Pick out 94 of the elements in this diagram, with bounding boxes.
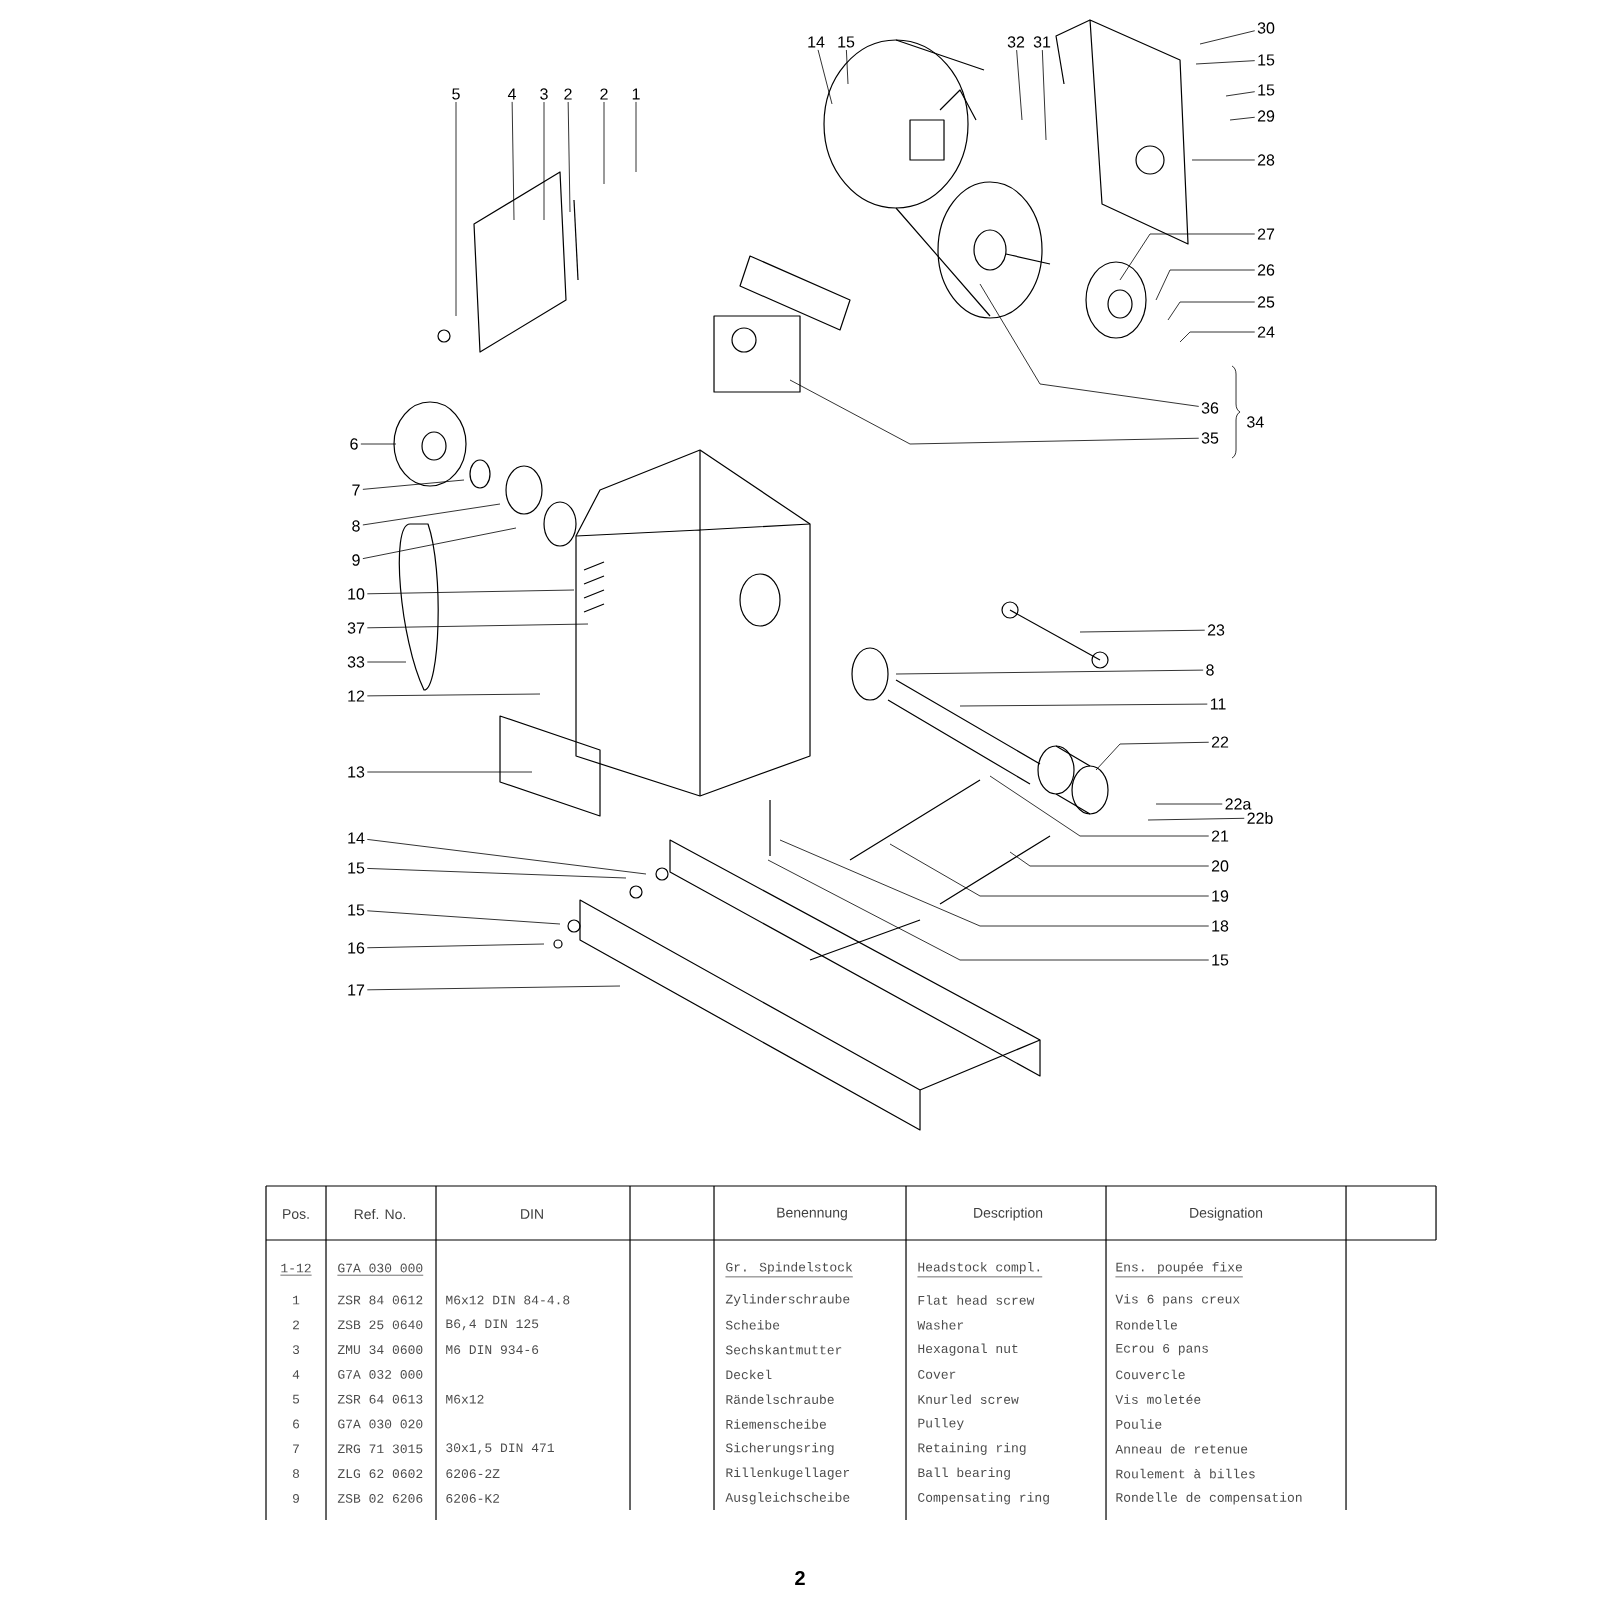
callout-number: 15 — [1212, 954, 1229, 966]
leader-line — [1191, 159, 1256, 161]
leader-line — [1009, 851, 1210, 867]
callout-number: 37 — [347, 622, 365, 634]
callout-number: 15 — [1258, 84, 1275, 96]
leader-line — [1225, 91, 1256, 97]
leader-line — [1199, 30, 1256, 45]
callout-number: 36 — [1201, 402, 1219, 414]
callout-number: 5 — [452, 88, 460, 100]
callout-number: 15 — [348, 862, 365, 874]
leader-line — [779, 839, 1210, 927]
callout-number: 13 — [348, 766, 365, 778]
leader-line — [366, 839, 647, 875]
callout-number: 22a — [1225, 798, 1252, 810]
callout-number: 9 — [352, 554, 360, 566]
callout-number: 15 — [348, 904, 365, 916]
page-number: 2 — [795, 1571, 805, 1585]
leader-line — [366, 771, 533, 773]
callout-number: 18 — [1212, 920, 1229, 932]
leader-line — [1229, 116, 1256, 121]
leader-line — [360, 443, 397, 445]
callout-number: 2 — [564, 88, 572, 100]
leader-line — [362, 527, 517, 560]
callout-number: 21 — [1211, 830, 1229, 842]
leader-line — [1155, 269, 1256, 301]
callout-number: 17 — [348, 984, 365, 996]
callout-number: 32 — [1007, 36, 1025, 48]
callout-number: 4 — [507, 88, 516, 100]
leader-line — [1155, 803, 1223, 805]
callout-number: 15 — [1258, 54, 1275, 66]
group-number: 34 — [1247, 416, 1264, 428]
callout-number: 11 — [1210, 698, 1226, 710]
callout-number: 31 — [1033, 36, 1051, 48]
leader-line — [366, 693, 541, 697]
leader-line — [989, 775, 1210, 837]
callout-number: 8 — [352, 520, 360, 532]
leader-line — [817, 49, 833, 105]
leader-line — [846, 49, 849, 85]
leader-line — [789, 379, 1200, 445]
callout-number: 35 — [1201, 432, 1219, 444]
leader-line — [362, 503, 501, 526]
callout-number: 15 — [838, 36, 855, 48]
callout-number: 3 — [540, 88, 548, 100]
leader-line — [366, 868, 627, 879]
callout-number: 29 — [1257, 110, 1275, 122]
callout-number: 27 — [1257, 228, 1275, 240]
leader-line — [979, 283, 1200, 407]
leader-line — [567, 101, 571, 213]
leader-line — [1195, 60, 1256, 65]
callout-number: 20 — [1211, 860, 1229, 872]
leader-line — [767, 859, 1210, 961]
leader-line — [455, 101, 457, 317]
callout-number: 10 — [348, 588, 365, 600]
leader-line — [1179, 331, 1256, 343]
callout-number: 23 — [1207, 624, 1225, 636]
leader-line — [543, 101, 545, 221]
leader-line — [366, 623, 589, 629]
callout-number: 16 — [348, 942, 365, 954]
leader-line — [1119, 233, 1256, 281]
leader-line — [635, 101, 637, 173]
leader-line — [895, 669, 1204, 675]
callout-number: 33 — [347, 656, 365, 668]
leader-line — [1016, 49, 1023, 121]
leader-line — [366, 943, 545, 949]
leader-line — [366, 661, 407, 663]
leader-line — [1079, 629, 1206, 633]
leader-line — [1167, 301, 1256, 321]
leader-line — [1041, 49, 1047, 141]
leader-line — [603, 101, 605, 185]
callout-number: 14 — [808, 36, 825, 48]
leader-line — [362, 479, 465, 490]
leader-line — [889, 843, 1210, 897]
leader-line — [1095, 741, 1210, 771]
callout-number: 22 — [1211, 736, 1229, 748]
callout-number: 12 — [348, 690, 365, 702]
callout-number: 24 — [1257, 326, 1275, 338]
leader-line — [959, 703, 1208, 707]
callout-number: 22b — [1247, 812, 1273, 824]
callout-number: 2 — [600, 88, 608, 100]
callout-number: 8 — [1206, 664, 1214, 676]
leader-line — [1147, 817, 1245, 821]
callout-number: 26 — [1257, 264, 1275, 276]
callout-number: 19 — [1212, 890, 1229, 902]
callout-number: 1 — [632, 88, 640, 100]
leader-line — [366, 985, 621, 991]
callout-number: 25 — [1257, 296, 1275, 308]
callout-number: 6 — [350, 438, 358, 450]
leader-line — [511, 101, 515, 221]
leader-line — [366, 589, 575, 595]
callout-number: 28 — [1257, 154, 1275, 166]
leader-line — [366, 910, 561, 925]
callout-number: 30 — [1257, 22, 1275, 34]
callout-number: 7 — [352, 484, 360, 496]
callout-number: 14 — [348, 832, 365, 844]
